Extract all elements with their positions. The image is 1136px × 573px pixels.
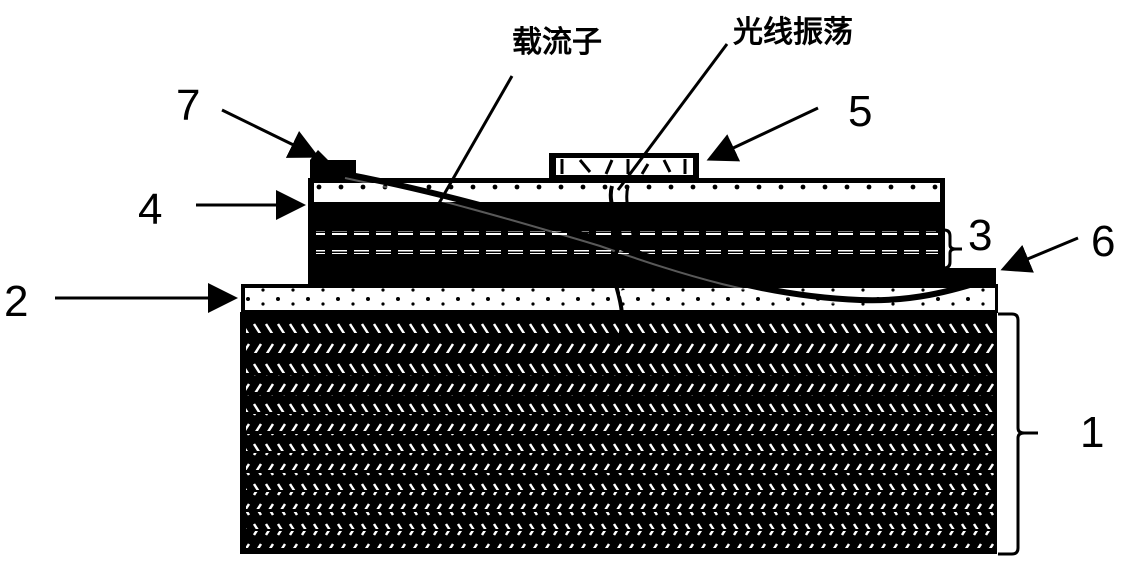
- leader-lines: [55, 43, 1079, 313]
- electrode-7: [310, 150, 356, 182]
- label-7: 7: [176, 81, 200, 130]
- annotation-text: 载流子 光线振荡 7 4 2 5 3 6 1: [4, 15, 1115, 457]
- arrow-6: [1000, 236, 1079, 273]
- arrow-7: [221, 108, 320, 158]
- label-5: 5: [848, 87, 872, 136]
- label-3: 3: [968, 211, 992, 260]
- label-light-oscillation: 光线振荡: [733, 15, 853, 50]
- label-carrier: 载流子: [512, 25, 602, 60]
- layer-3-active-multilayer: [308, 204, 945, 285]
- label-4: 4: [138, 185, 162, 234]
- label-6: 6: [1091, 217, 1115, 266]
- bracket-layer-3: [936, 228, 962, 270]
- layer-1-substrate: [240, 312, 997, 554]
- leader-carrier: [436, 75, 514, 206]
- label-1: 1: [1080, 408, 1104, 457]
- arrow-5: [706, 106, 819, 162]
- bracket-layer-1: [998, 312, 1038, 556]
- leader-light-oscillation: [616, 43, 729, 191]
- element-5-top-block: [549, 153, 699, 180]
- carrier-path: [344, 171, 993, 306]
- light-oscillation-marker: [608, 185, 635, 346]
- label-2: 2: [4, 277, 28, 326]
